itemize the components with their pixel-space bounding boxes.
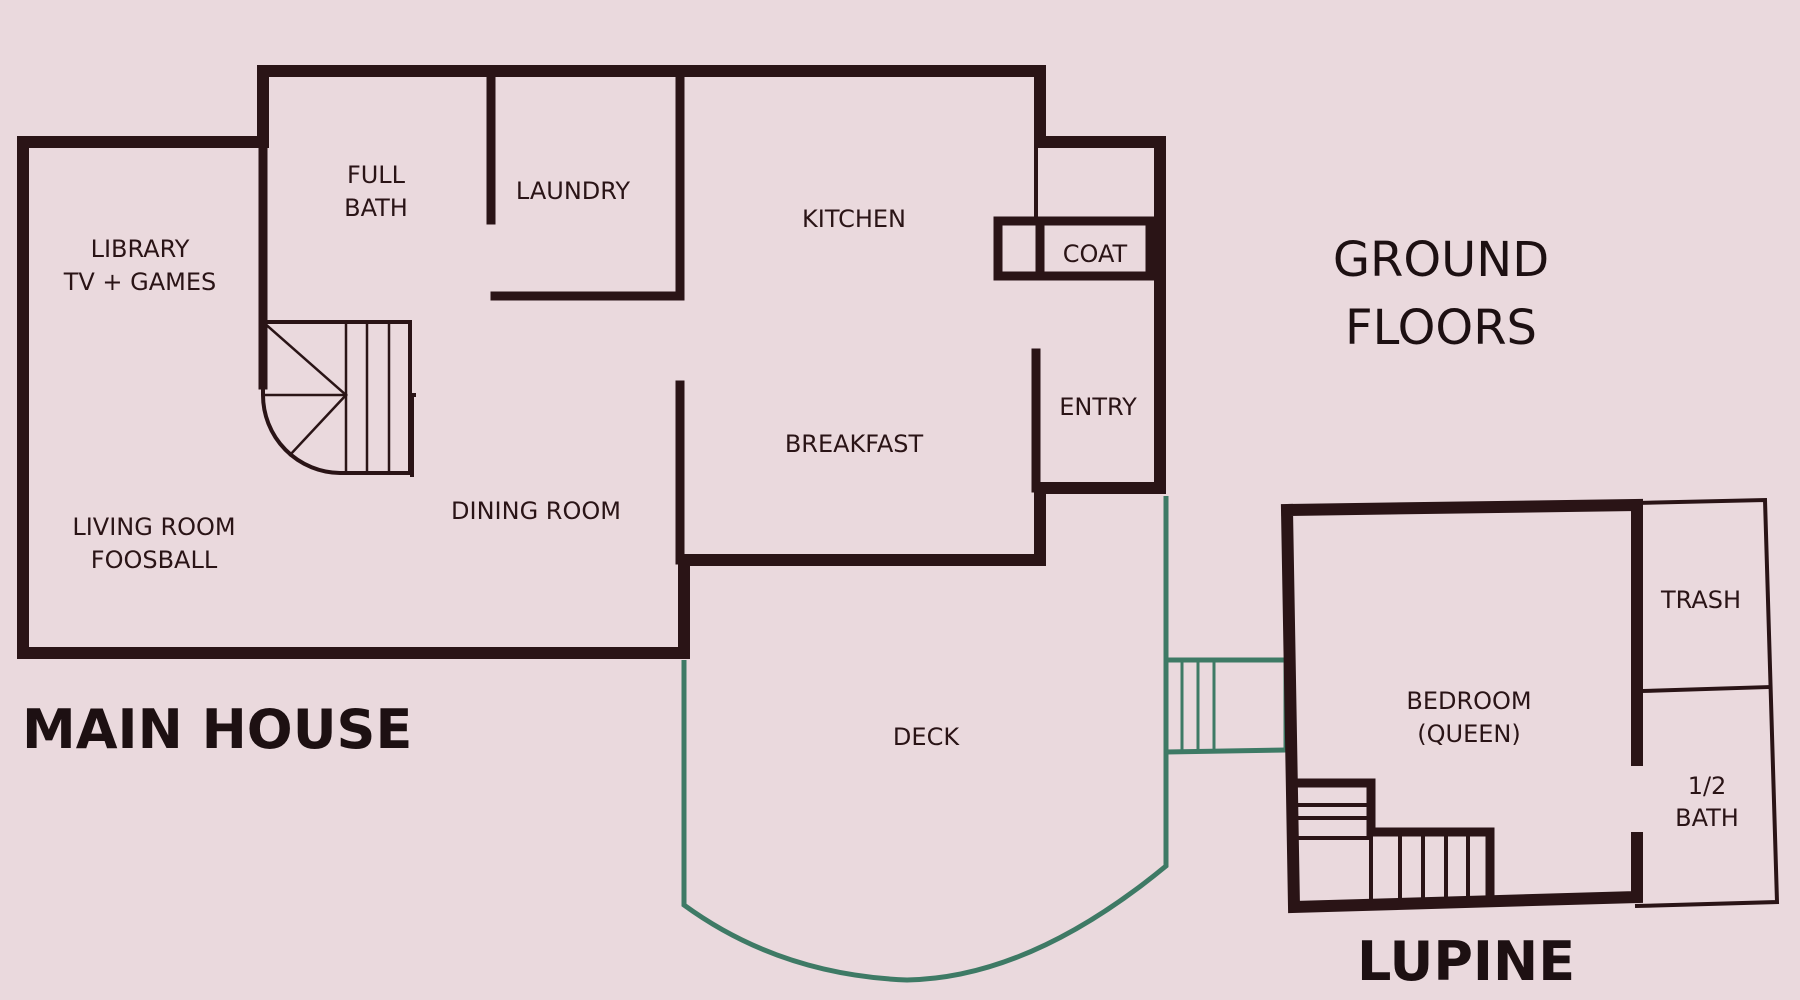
main-house-walls <box>17 65 1166 659</box>
trash-bath-divider <box>1640 684 1773 694</box>
half-bath-label-1: 1/2 <box>1688 772 1727 800</box>
main-house-label: MAIN HOUSE <box>22 698 412 761</box>
kitchen-label: KITCHEN <box>802 205 906 233</box>
living-room-label-1: LIVING ROOM <box>72 513 235 541</box>
title-line-2: FLOORS <box>1345 300 1537 356</box>
living-room-label-2: FOOSBALL <box>91 546 218 574</box>
title-line-1: GROUND <box>1333 232 1549 288</box>
main-house-outer-wall <box>17 65 1166 659</box>
library-label-2: TV + GAMES <box>63 268 217 296</box>
trash-label: TRASH <box>1660 586 1741 614</box>
title: GROUND FLOORS <box>1333 232 1549 356</box>
entry-label: ENTRY <box>1059 393 1137 421</box>
deck-label: DECK <box>893 723 960 751</box>
full-bath-label-2: BATH <box>344 194 408 222</box>
coat-label: COAT <box>1063 240 1128 268</box>
lupine-walls <box>1280 497 1780 914</box>
lupine-label: LUPINE <box>1357 930 1575 993</box>
full-bath-label-1: FULL <box>347 161 406 189</box>
main-house-south-wall <box>17 482 1166 659</box>
dining-room-label: DINING ROOM <box>451 497 621 525</box>
deck-outline <box>681 496 1169 983</box>
library-label-1: LIBRARY <box>91 235 190 263</box>
bedroom-label-1: BEDROOM <box>1406 687 1531 715</box>
main-house-stairs <box>261 320 416 477</box>
breakfast-label: BREAKFAST <box>785 430 924 458</box>
bedroom-label-2: (QUEEN) <box>1417 720 1520 748</box>
coat-closet <box>993 216 1155 281</box>
half-bath-label-2: BATH <box>1675 804 1739 832</box>
room-labels: FULL BATH LAUNDRY KITCHEN COAT LIBRARY T… <box>63 161 1741 832</box>
deck <box>681 496 1289 983</box>
lupine-annex-wall <box>1634 497 1780 909</box>
bridge-bottom <box>1165 747 1287 755</box>
laundry-label: LAUNDRY <box>516 177 630 205</box>
